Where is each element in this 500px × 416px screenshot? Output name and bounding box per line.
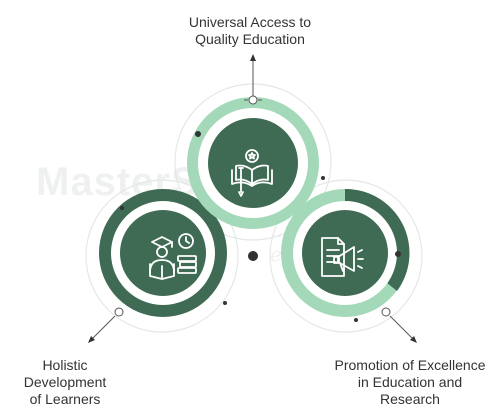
label-line: in Education and	[357, 374, 463, 390]
graduate-student-reading-icon	[149, 233, 197, 280]
left-ring	[99, 189, 227, 317]
label-line: of Learners	[29, 391, 101, 407]
label-universal-access: Universal Access to Quality Education	[150, 14, 350, 48]
label-line: Universal Access to	[188, 14, 312, 30]
label-line: Development	[23, 374, 107, 390]
label-holistic-development: Holistic Development of Learners	[4, 357, 126, 408]
decorative-dots	[120, 131, 401, 322]
center-dot	[248, 251, 258, 261]
connector-top	[244, 54, 262, 105]
connector-left	[88, 307, 124, 343]
label-line: Holistic	[42, 357, 88, 373]
label-line: Quality Education	[195, 31, 305, 47]
label-line: Research	[380, 391, 440, 407]
label-promotion-of-excellence: Promotion of Excellence in Education and…	[322, 357, 498, 408]
connector-right	[381, 307, 417, 343]
top-ring	[187, 97, 319, 229]
document-megaphone-icon	[321, 237, 364, 277]
book-certificate-pen-icon	[231, 149, 273, 197]
label-line: Promotion of Excellence	[334, 357, 486, 373]
